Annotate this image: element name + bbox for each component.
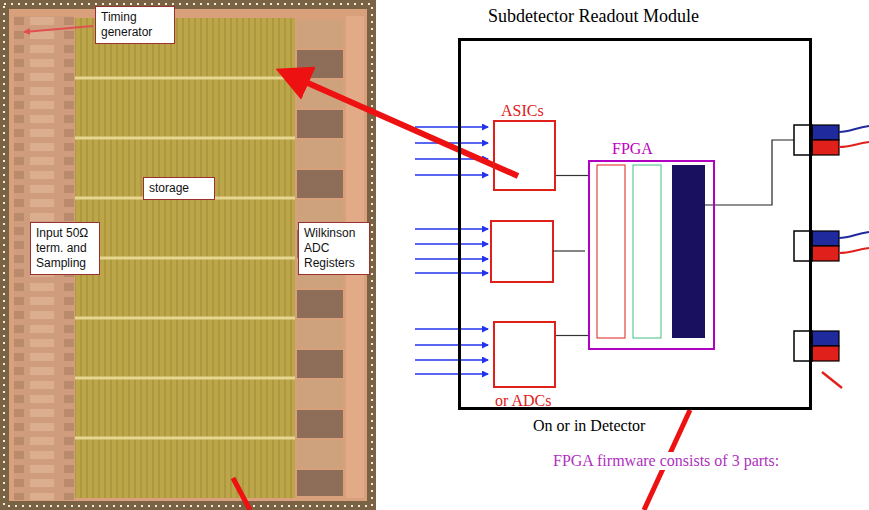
box-label: ASICs <box>501 102 544 120</box>
block-label-text: Input 50Ω term. and Sampling <box>36 226 94 271</box>
leader-arrow <box>24 26 93 32</box>
block-label-text: storage <box>149 181 209 196</box>
input-arrows <box>415 127 488 374</box>
module-caption: On or in Detector <box>533 417 645 435</box>
block-label-text: Timing generator <box>101 10 169 40</box>
box-label: or ADCs <box>495 392 551 410</box>
output-connector <box>794 331 842 388</box>
module-title: Subdetector Readout Module <box>488 7 699 27</box>
callout-arrow <box>292 76 518 176</box>
block-label-text: Wilkinson ADC Registers <box>304 226 364 271</box>
output-wire <box>705 140 797 205</box>
firmware-block <box>672 165 705 338</box>
firmware-block <box>597 165 625 338</box>
asic-box: or ADCs <box>493 321 556 388</box>
fpga-box: FPGA <box>588 160 715 350</box>
block-label: Timing generator <box>95 6 175 44</box>
output-connector <box>794 125 869 155</box>
block-label: storage <box>143 177 215 200</box>
asic-box: ASICs <box>493 120 556 191</box>
note-text: FPGA firmware consists of 3 parts: <box>551 452 781 470</box>
readout-module: Subdetector Readout ModuleOn or in Detec… <box>458 38 812 410</box>
block-label: Wilkinson ADC Registers <box>298 222 370 275</box>
data-line <box>556 175 588 176</box>
asic-box <box>491 221 553 282</box>
firmware-block <box>633 165 661 338</box>
data-line <box>556 335 588 336</box>
box-label: FPGA <box>612 140 653 158</box>
callout-line <box>233 478 250 510</box>
block-label: Input 50Ω term. and Sampling <box>30 222 100 275</box>
output-connector <box>794 231 869 261</box>
data-line <box>553 250 585 251</box>
